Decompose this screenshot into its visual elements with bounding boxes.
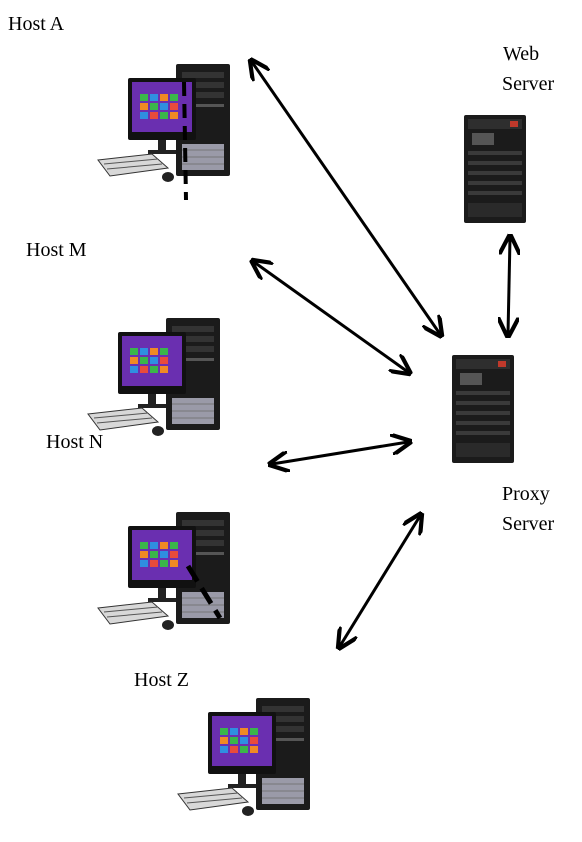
host-z-computer-icon <box>177 697 311 817</box>
host-z-label: Host Z <box>134 669 189 691</box>
host-a-label: Host A <box>8 13 65 35</box>
host-m-label: Host M <box>26 239 87 261</box>
arrow-host-m-proxy <box>254 262 408 372</box>
host-n-label: Host N <box>46 431 104 453</box>
proxy-server-icon <box>452 355 514 463</box>
host-n-dash-line <box>185 564 223 620</box>
arrow-host-z-proxy <box>340 516 420 646</box>
host-m-computer-icon <box>87 317 221 437</box>
web-server-icon <box>464 115 526 223</box>
host-a-computer-icon <box>97 63 231 183</box>
arrow-host-n-proxy <box>272 442 408 464</box>
arrow-host-a-proxy <box>252 62 440 334</box>
host-n-computer-icon <box>97 511 231 631</box>
proxy-server-label-line2: Server <box>502 513 555 535</box>
arrow-web-proxy <box>508 238 510 334</box>
web-server-label-line2: Server <box>502 73 555 95</box>
host-a-dash-line <box>182 81 188 201</box>
web-server-label-line1: Web <box>503 43 540 65</box>
proxy-server-label-line1: Proxy <box>502 483 550 505</box>
